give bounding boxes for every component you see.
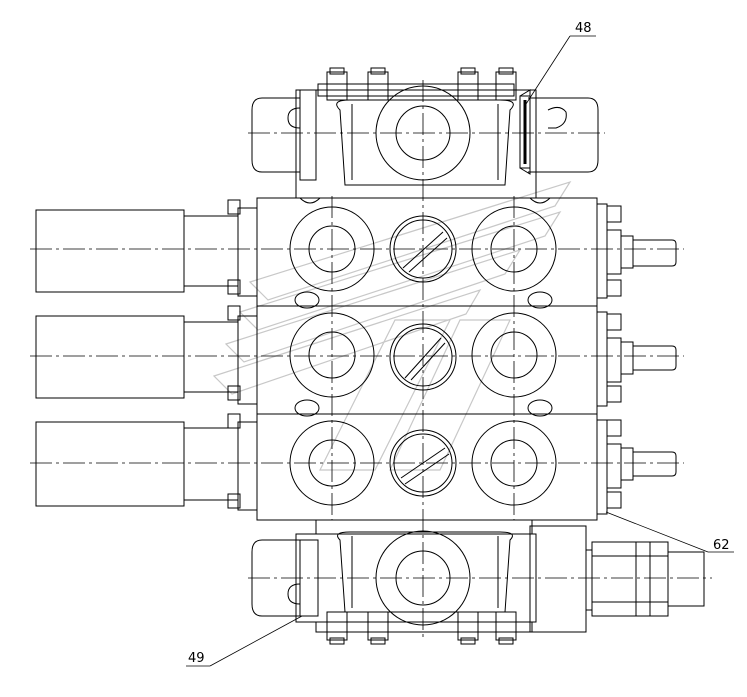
top-right-lug bbox=[528, 97, 599, 173]
callout-49-label: 49 bbox=[188, 651, 205, 666]
callout-49: 49 bbox=[186, 615, 303, 667]
callout-62: 62 bbox=[605, 511, 734, 553]
callout-62-label: 62 bbox=[713, 538, 730, 553]
callout-48-label: 48 bbox=[575, 21, 592, 36]
bottom-end-cover bbox=[251, 519, 705, 645]
valve-section-3 bbox=[35, 413, 677, 521]
callout-48: 48 bbox=[525, 21, 596, 105]
top-left-lug bbox=[251, 97, 300, 173]
center-lines bbox=[30, 80, 712, 640]
watermark-logo bbox=[212, 180, 572, 471]
valve-section-1 bbox=[35, 197, 677, 307]
seal-48 bbox=[519, 95, 531, 169]
relief-cartridge bbox=[591, 541, 637, 617]
